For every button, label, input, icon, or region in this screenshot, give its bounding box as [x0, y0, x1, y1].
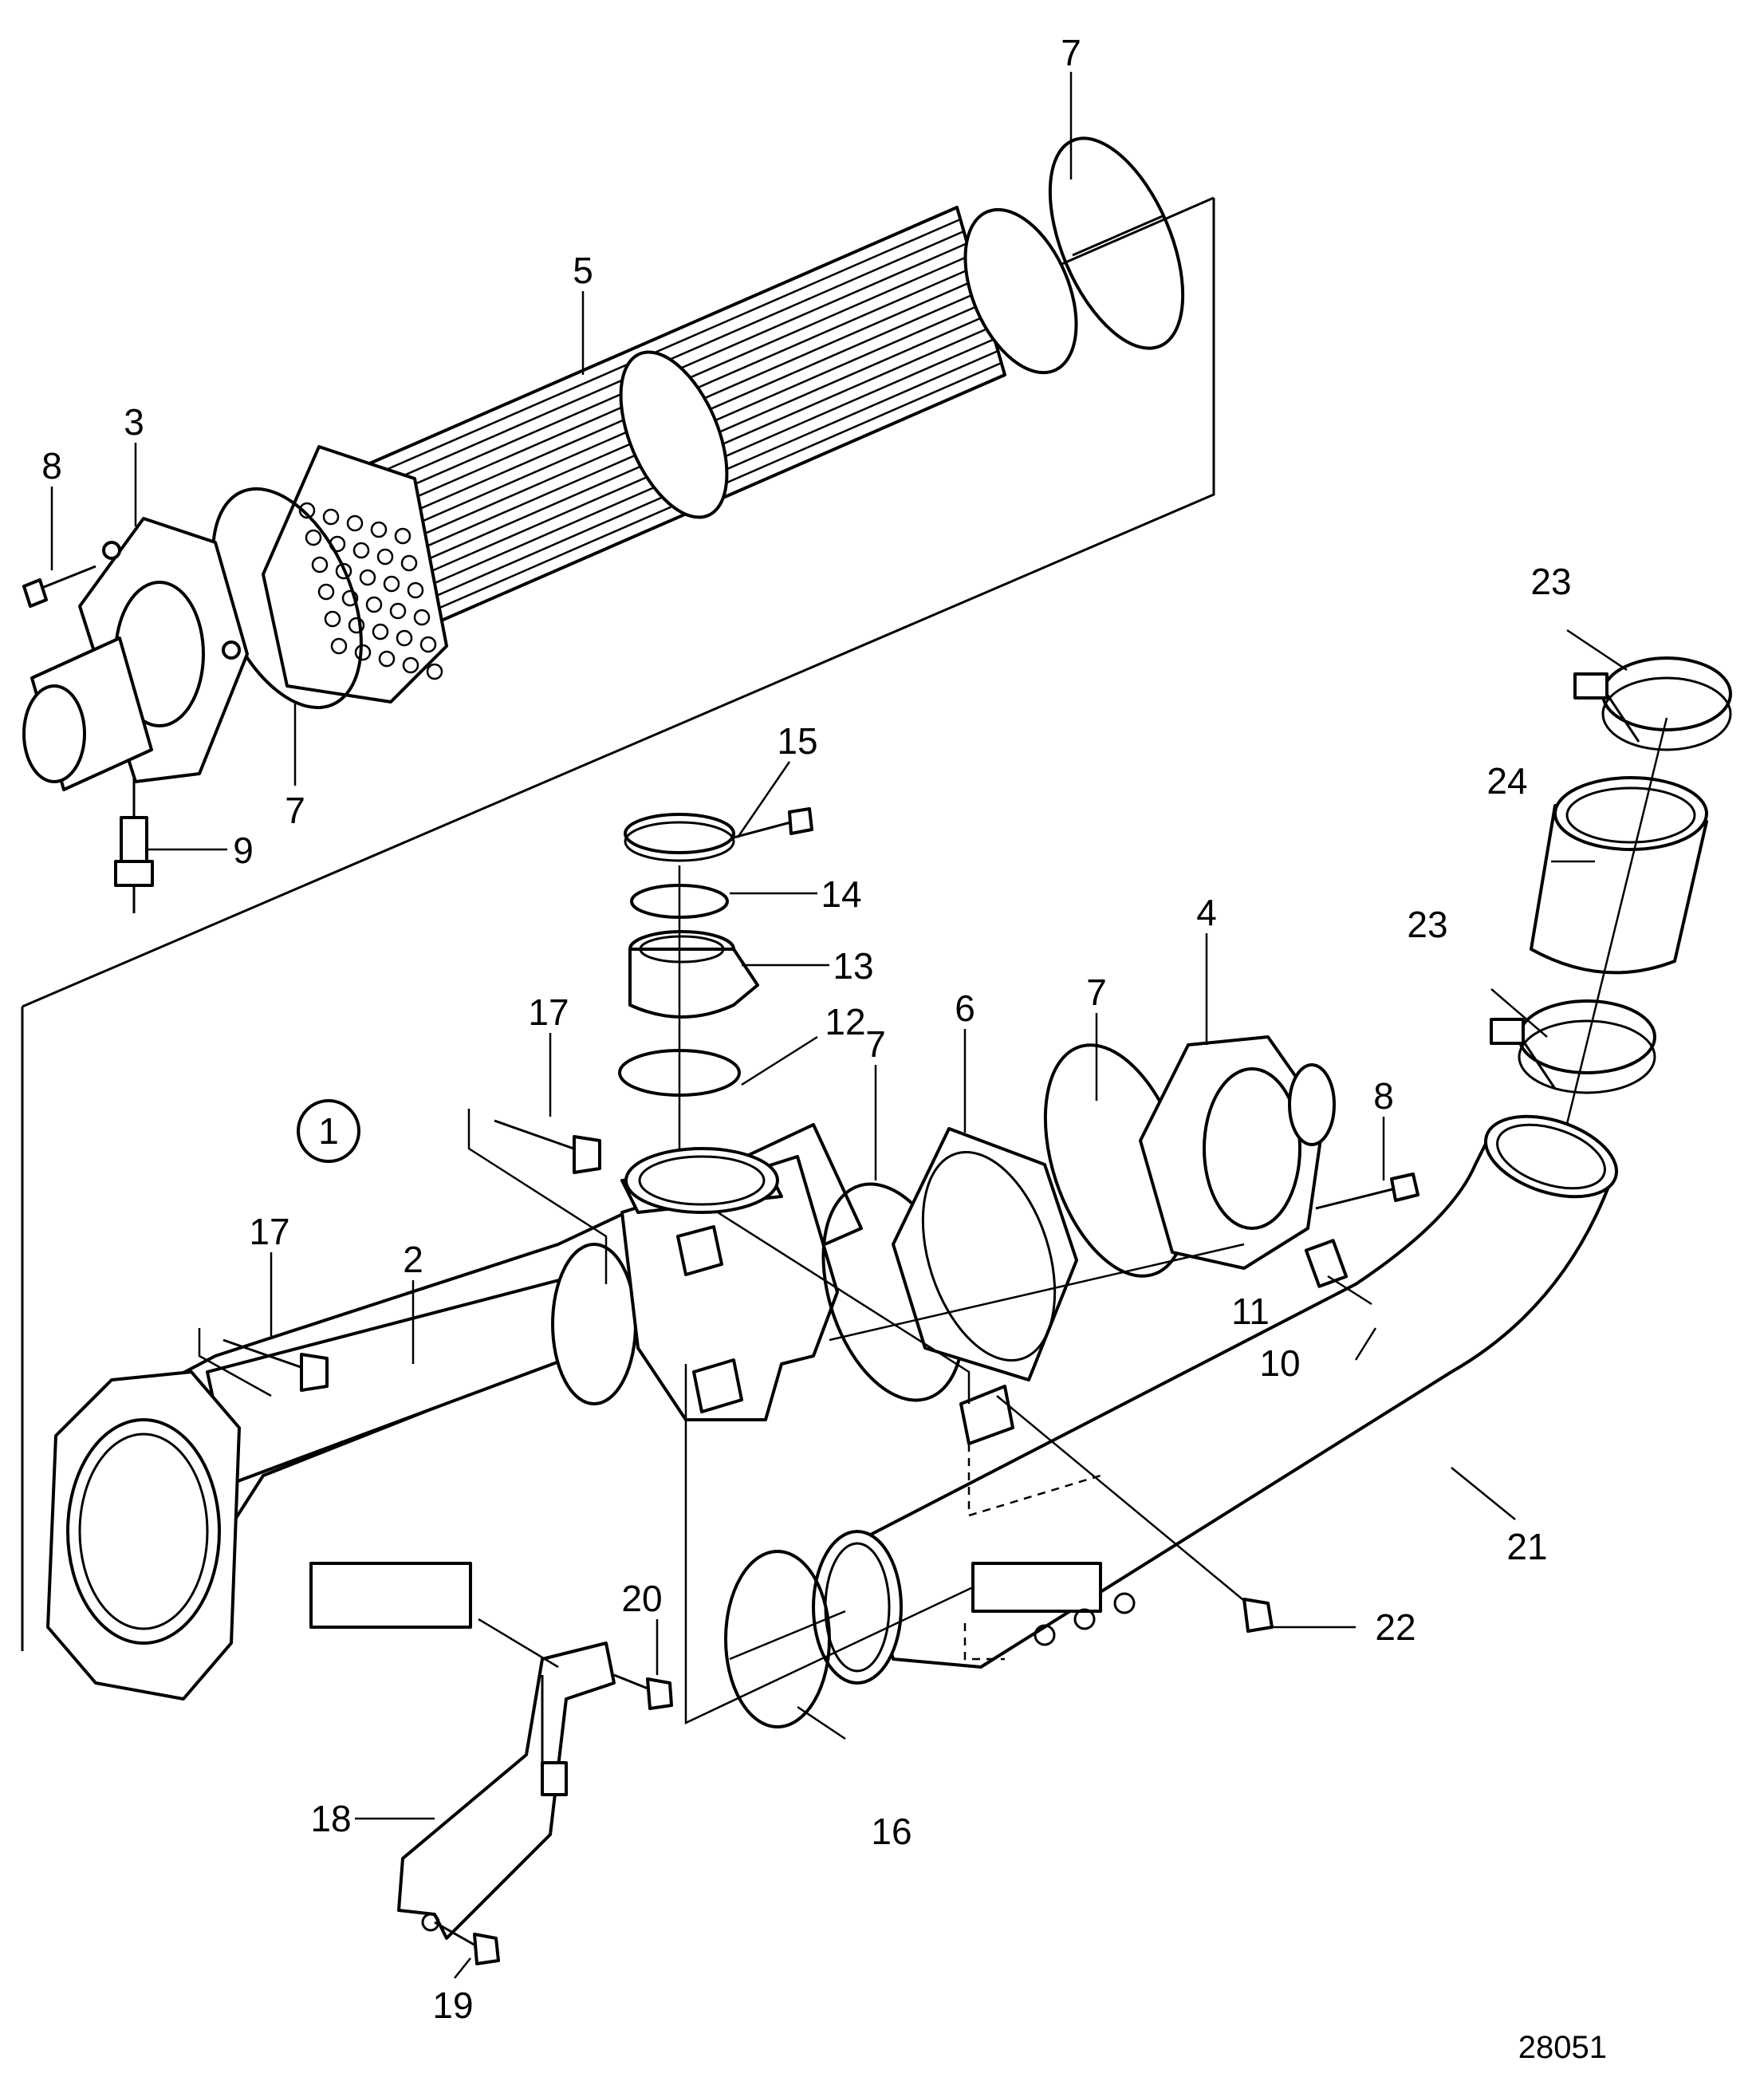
- label-2: 2: [403, 1239, 423, 1280]
- bolt-22: [996, 1395, 1274, 1633]
- label-23-mid: 23: [1407, 904, 1447, 945]
- exhaust-pipe-21: [812, 1114, 1619, 1685]
- label-16: 16: [871, 1811, 912, 1852]
- bolt-17-top: [467, 1109, 608, 1284]
- label-15: 15: [777, 720, 817, 762]
- assembly-line-cover: [717, 1211, 971, 1404]
- o-ring-16: [724, 1550, 831, 1728]
- clamp-23-top: [1573, 656, 1732, 751]
- label-9: 9: [233, 830, 254, 871]
- anode: [114, 778, 154, 913]
- label-1: 1: [318, 1110, 339, 1152]
- label-7-c: 7: [1086, 972, 1107, 1013]
- label-3: 3: [124, 401, 144, 443]
- label-21: 21: [1506, 1526, 1547, 1567]
- label-11: 11: [1231, 1291, 1270, 1332]
- bracket-18: [397, 1642, 616, 1940]
- label-8-right: 8: [1373, 1075, 1394, 1117]
- label-20: 20: [621, 1578, 662, 1619]
- label-4: 4: [1196, 892, 1217, 933]
- bolt-19: [434, 1921, 500, 1965]
- label-24: 24: [1486, 760, 1527, 802]
- clamp-23-mid: [1490, 999, 1656, 1094]
- sleeve-13: [628, 930, 759, 1019]
- exhaust-housing: [46, 1123, 863, 1701]
- label-7-top: 7: [1061, 32, 1081, 73]
- label-23-top: 23: [1530, 561, 1571, 602]
- bracket-dashed: [967, 1444, 1101, 1517]
- label-18: 18: [310, 1798, 351, 1839]
- end-cover: [22, 517, 249, 791]
- gasket-6: [892, 1127, 1078, 1381]
- label-19: 19: [432, 1984, 473, 2026]
- hose-24: [1530, 776, 1708, 975]
- tube-bundle: [333, 206, 1078, 648]
- label-6: 6: [955, 987, 975, 1029]
- assembly-axis-right: [1553, 717, 1668, 1173]
- label-12: 12: [825, 1001, 865, 1042]
- assembly-line-lower: [684, 1364, 974, 1724]
- upper-group-frame: [22, 198, 1215, 1008]
- assembly-line-flange: [829, 1243, 1245, 1342]
- tube-plate: [262, 445, 448, 704]
- label-17-top: 17: [528, 991, 569, 1033]
- label-5: 5: [573, 250, 593, 291]
- screw-8-right: [1315, 1173, 1419, 1210]
- anode-11: [1304, 1239, 1349, 1288]
- label-7-b: 7: [865, 1023, 886, 1065]
- end-cover-4: [1139, 1035, 1336, 1270]
- label-7-mid: 7: [285, 790, 305, 831]
- label-13: 13: [833, 945, 873, 987]
- label-8-left: 8: [41, 445, 62, 487]
- label-10: 10: [1259, 1342, 1300, 1384]
- bolt-17-left: [198, 1328, 329, 1397]
- label-22: 22: [1375, 1606, 1416, 1648]
- screw-left: [22, 565, 96, 608]
- label-14: 14: [821, 873, 861, 915]
- label-17-left: 17: [249, 1211, 289, 1252]
- bolt-20: [613, 1673, 673, 1710]
- drawing-number: 28051: [1518, 2030, 1607, 2065]
- leader-lines: [50, 72, 1628, 1979]
- assembly-line-bracket: [478, 1618, 559, 1669]
- reference-circle-1: [297, 1099, 360, 1163]
- o-ring-top: [1048, 136, 1185, 350]
- mount-dashed: [963, 1623, 1005, 1661]
- clamp-15: [624, 807, 813, 862]
